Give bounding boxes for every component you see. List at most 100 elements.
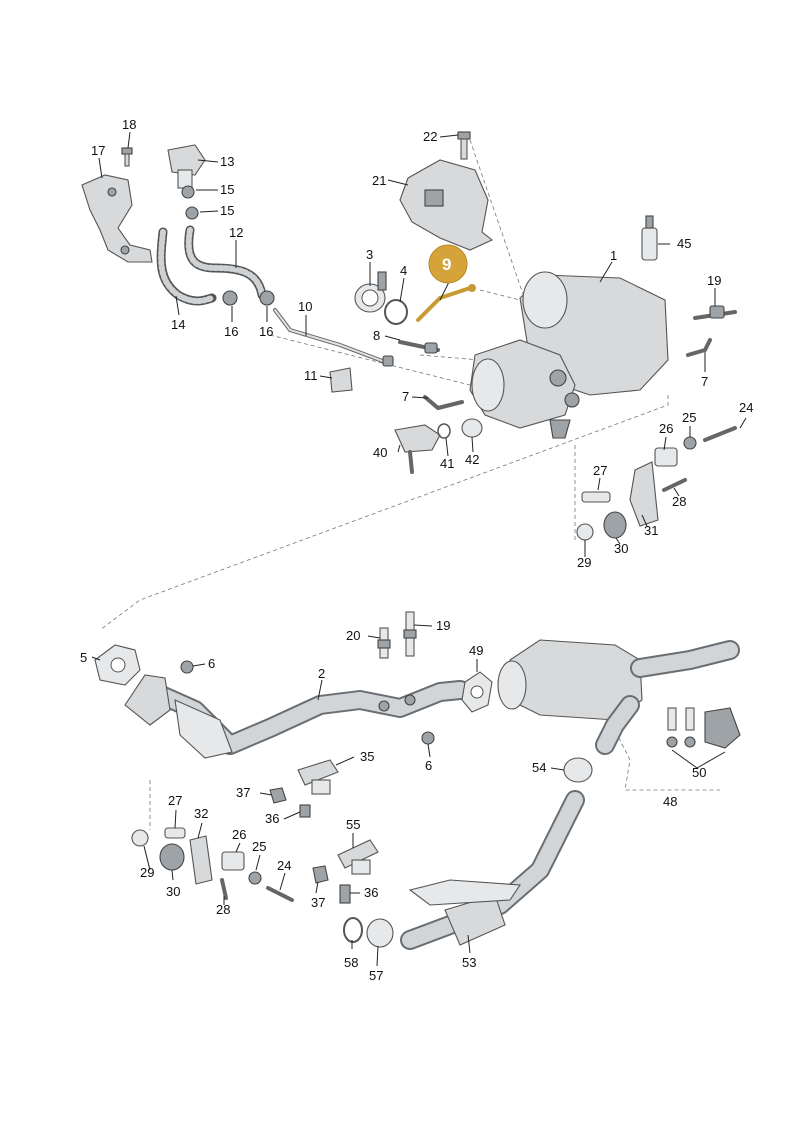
callout-22: 22: [423, 129, 437, 144]
highlight-callout-9[interactable]: 9: [428, 244, 468, 284]
pipe-7-right[interactable]: [686, 338, 712, 357]
callout-18: 18: [122, 117, 136, 132]
temp-sensor-8[interactable]: [398, 340, 440, 354]
callout-24b: 24: [277, 858, 291, 873]
bolt-24-bottom[interactable]: [266, 886, 294, 902]
callout-15b: 15: [220, 203, 234, 218]
bolt-27-bottom[interactable]: [164, 827, 186, 839]
washer-29-top[interactable]: [576, 523, 594, 541]
callout-10: 10: [298, 299, 312, 314]
callout-36a: 36: [265, 811, 279, 826]
assembly-dashed-lines: [99, 139, 720, 830]
bolt-28-top[interactable]: [662, 478, 687, 492]
callout-29a: 29: [577, 555, 591, 570]
callout-42: 42: [465, 452, 479, 467]
bolt-18[interactable]: [121, 147, 133, 167]
callout-14: 14: [171, 317, 185, 332]
egr-pipe-9-highlighted[interactable]: [416, 284, 476, 322]
callout-11: 11: [304, 368, 318, 383]
damper-30-bottom[interactable]: [159, 843, 185, 871]
gasket-4[interactable]: [384, 299, 408, 325]
sensor-45[interactable]: [641, 215, 658, 261]
bracket-31[interactable]: [629, 461, 659, 527]
clamp-16-right[interactable]: [259, 290, 275, 306]
mount-55[interactable]: [337, 839, 379, 875]
bracket-17[interactable]: [81, 174, 153, 263]
callout-30b: 30: [166, 884, 180, 899]
callout-36b: 36: [364, 885, 378, 900]
callout-24a: 24: [739, 400, 753, 415]
sensor-20[interactable]: [377, 627, 391, 659]
sensor-19-bottom[interactable]: [403, 611, 417, 657]
highlight-badge: [428, 244, 468, 284]
hose-clip-15-lower[interactable]: [185, 206, 199, 220]
highlight-label: 9: [442, 255, 451, 274]
nut-6-bottom[interactable]: [421, 731, 435, 745]
callout-1: 1: [610, 248, 617, 263]
sensor-40[interactable]: [394, 424, 441, 474]
nut-37-bottom[interactable]: [312, 865, 329, 884]
callout-6a: 6: [208, 656, 215, 671]
bracket-32[interactable]: [189, 835, 213, 885]
hose-clip-15-upper[interactable]: [181, 185, 195, 199]
callout-5: 5: [80, 650, 87, 665]
spring-26-top[interactable]: [654, 447, 678, 467]
callout-58: 58: [344, 955, 358, 970]
callout-27b: 27: [168, 793, 182, 808]
pipe-10[interactable]: [273, 308, 394, 367]
bolt-24-top[interactable]: [703, 426, 737, 442]
nut-37-top[interactable]: [269, 787, 287, 804]
callout-8: 8: [373, 328, 380, 343]
clamp-57[interactable]: [366, 918, 394, 948]
callout-41: 41: [440, 456, 454, 471]
gasket-49[interactable]: [461, 671, 493, 713]
particulate-filter-1[interactable]: [469, 271, 669, 439]
heat-shield-21[interactable]: [399, 159, 494, 251]
front-pipe-2[interactable]: [124, 674, 470, 759]
catalytic-converter[interactable]: [497, 639, 740, 755]
hose-12[interactable]: [184, 225, 267, 300]
callout-25a: 25: [682, 410, 696, 425]
bolt-36-bottom[interactable]: [339, 884, 351, 904]
washer-25-bottom[interactable]: [248, 871, 262, 885]
callout-12: 12: [229, 225, 243, 240]
callout-13: 13: [220, 154, 234, 169]
washer-25-top[interactable]: [683, 436, 697, 450]
hose-14[interactable]: [156, 227, 217, 306]
clamp-16-left[interactable]: [222, 290, 238, 306]
bracket-11[interactable]: [329, 367, 353, 393]
callout-31: 31: [644, 523, 658, 538]
callout-labels: 1 3 4 7 7 8 10 11 12 13 14 15 15 16 16 1…: [80, 117, 753, 983]
callout-19a: 19: [707, 273, 721, 288]
callout-37a: 37: [236, 785, 250, 800]
clamp-42[interactable]: [461, 418, 483, 438]
bolt-27-top[interactable]: [581, 491, 611, 503]
bolt-28-bottom[interactable]: [220, 878, 228, 900]
washer-29-bottom[interactable]: [131, 829, 149, 847]
damper-30-top[interactable]: [603, 511, 627, 539]
gasket-41[interactable]: [437, 423, 451, 439]
callout-45: 45: [677, 236, 691, 251]
callout-28a: 28: [672, 494, 686, 509]
callout-37b: 37: [311, 895, 325, 910]
callout-40: 40: [373, 445, 387, 460]
bolt-22[interactable]: [457, 131, 471, 160]
bolt-36-top[interactable]: [299, 804, 311, 818]
callout-30a: 30: [614, 541, 628, 556]
rear-pipe-53[interactable]: [400, 790, 585, 950]
clamp-54[interactable]: [563, 757, 593, 783]
callout-53: 53: [462, 955, 476, 970]
mount-35[interactable]: [297, 759, 339, 795]
gasket-5[interactable]: [94, 644, 141, 686]
callout-32: 32: [194, 806, 208, 821]
callout-48: 48: [663, 794, 677, 809]
nut-6-top[interactable]: [180, 660, 194, 674]
callout-4: 4: [400, 263, 407, 278]
callout-3: 3: [366, 247, 373, 262]
gasket-58[interactable]: [343, 917, 363, 943]
sensor-19-top[interactable]: [693, 305, 737, 320]
pipe-7-lower[interactable]: [423, 395, 464, 411]
spring-26-bottom[interactable]: [221, 851, 245, 871]
mount-50[interactable]: [666, 707, 741, 749]
pressure-sensor-13[interactable]: [167, 144, 206, 189]
